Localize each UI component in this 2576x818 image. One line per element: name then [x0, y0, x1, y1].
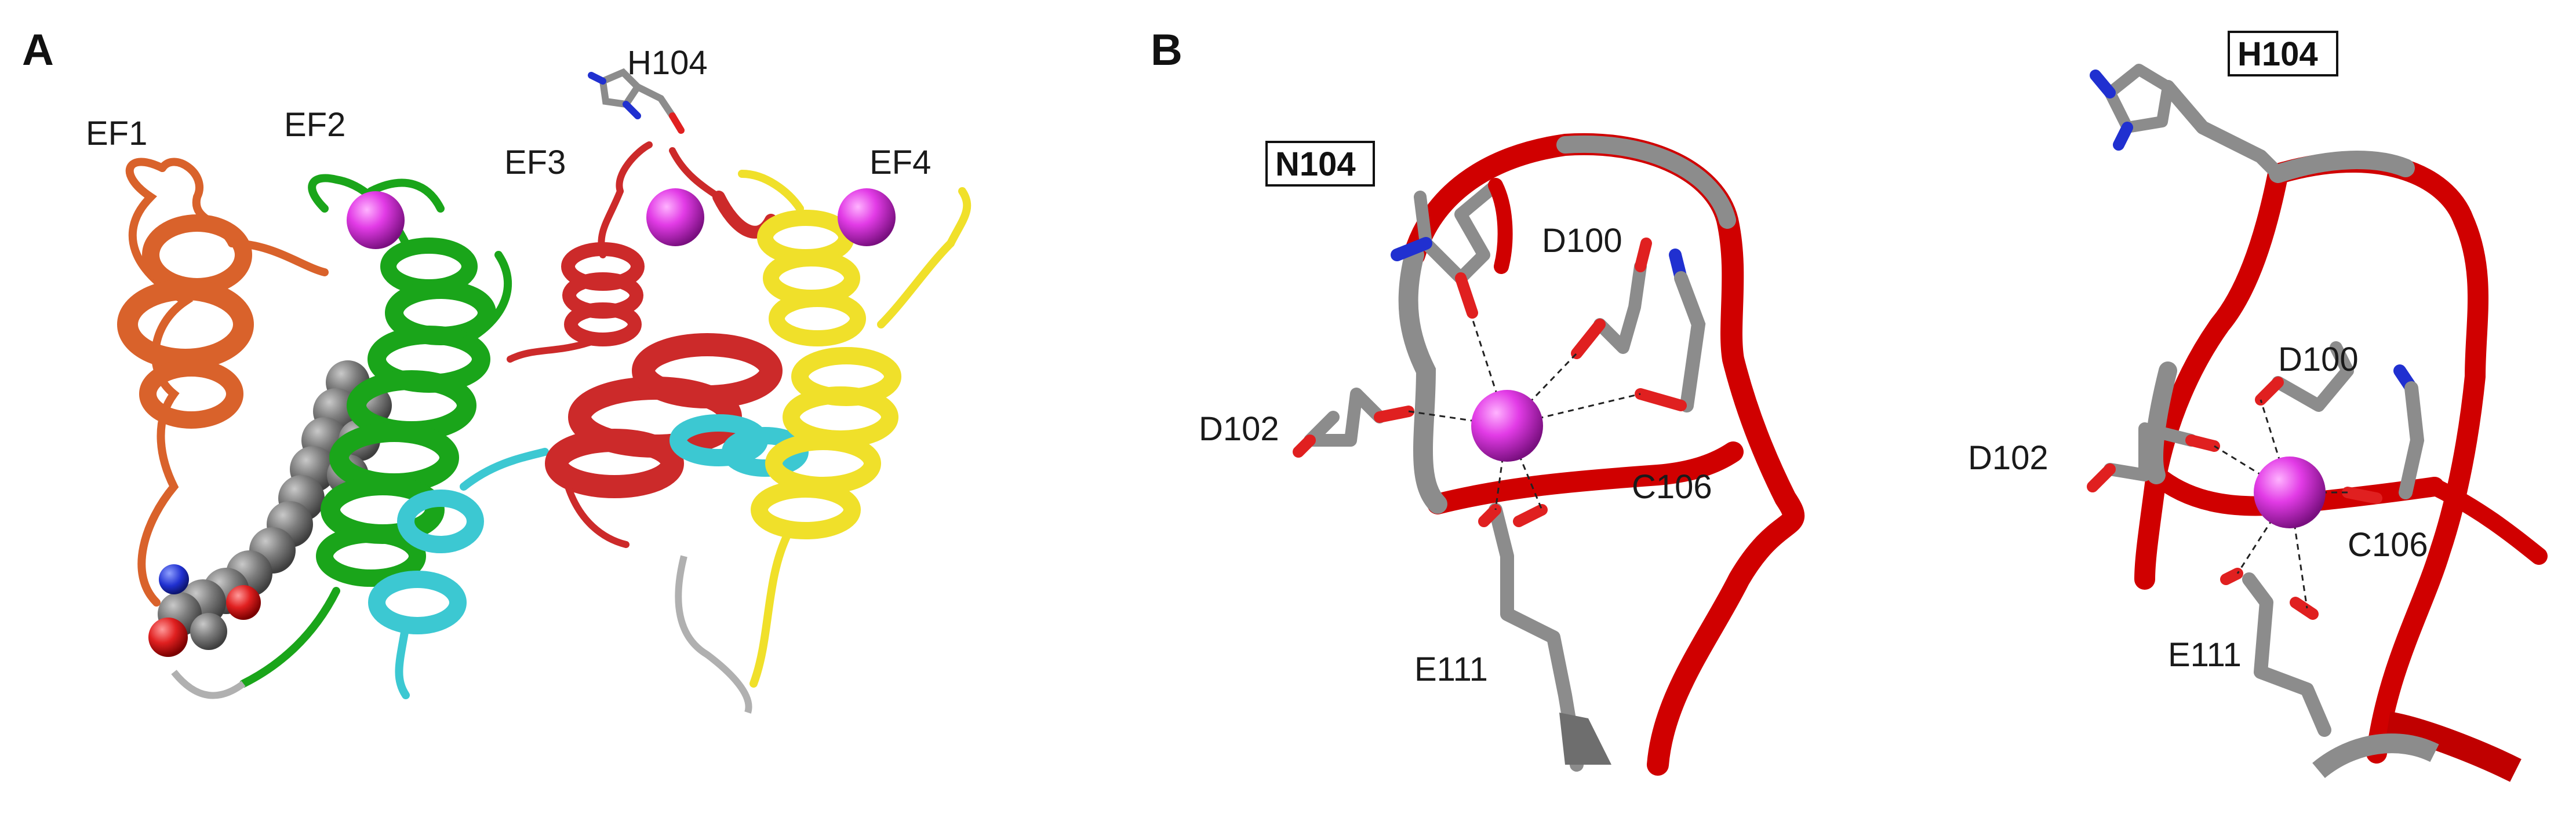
d102-oxygen-1 [1293, 434, 1316, 458]
c106-oxygen [1635, 388, 1687, 411]
label-ef2: EF2 [284, 106, 345, 144]
backbone-tube-left-lower [1427, 441, 1744, 514]
e111-base [1559, 713, 1611, 765]
calcium-ion-right [2254, 457, 2326, 528]
n104-red [1488, 178, 1513, 274]
calcium-ion-left [1471, 390, 1543, 462]
backbone-right-bottom [2386, 711, 2522, 782]
d100-stick [1593, 260, 1647, 354]
ef1-domain [117, 158, 329, 607]
panel-b-right: H104 D100 D102 C106 E111 [1968, 31, 2548, 782]
c106-stick-right [2399, 381, 2425, 499]
loop-segment [171, 670, 246, 699]
label-h104: H104 [627, 44, 708, 82]
d102-stick [1304, 388, 1386, 447]
d102-oxygen-right-2 [2185, 434, 2220, 452]
e111-oxygen-right-2 [2290, 597, 2319, 620]
label-c106-left: C106 [1632, 468, 1712, 506]
d102-stick-right [2104, 422, 2197, 481]
backbone-right-left-arc [2134, 163, 2288, 590]
e111-stick [1489, 503, 1584, 772]
backbone-right-right-arc [2268, 152, 2488, 764]
h104-nitrogen-1 [2090, 70, 2116, 98]
label-ef3: EF3 [504, 144, 566, 181]
e111-oxygen-1 [1478, 504, 1501, 527]
c106-stick [1674, 271, 1706, 412]
h104-sidechain [588, 68, 685, 134]
n104-stick [1414, 179, 1502, 284]
label-d100-left: D100 [1542, 222, 1622, 260]
c106-oxygen-right [2342, 487, 2382, 504]
h104-chain [2161, 80, 2285, 181]
e111-stick-right [2242, 572, 2331, 737]
n104-nitrogen [1391, 237, 1432, 261]
d100-stick-right [2272, 341, 2354, 412]
label-box-h104 [2228, 31, 2338, 76]
linker-helix [368, 448, 549, 699]
ef3-domain [507, 141, 783, 548]
h104-nitrogen-2 [2113, 122, 2133, 151]
grey-segment-top-right [2269, 151, 2415, 183]
label-d102-right: D102 [1968, 439, 2049, 477]
grey-backbone-left [1398, 245, 1447, 514]
label-c106-right: C106 [2348, 526, 2428, 564]
panel-a: A [22, 25, 972, 714]
calcium-ion-ef2 [347, 191, 405, 249]
label-ef1: EF1 [86, 115, 147, 152]
n104-oxygen [1455, 272, 1478, 319]
d100-oxygen-right [2255, 377, 2284, 406]
label-e111-right: E111 [2168, 636, 2242, 674]
label-box-n104 [1265, 141, 1375, 187]
backbone-right-tail [2426, 478, 2548, 565]
grey-segment-top-left [1556, 135, 1736, 229]
d100-oxygen-1 [1635, 238, 1652, 272]
label-h104-right: H104 [2237, 35, 2318, 73]
e111-oxygen-2 [1513, 504, 1548, 527]
loop-segment-2 [675, 555, 752, 714]
calcium-ion-ef4 [838, 188, 896, 246]
h104-ring [2104, 64, 2174, 133]
label-n104: N104 [1275, 145, 1356, 183]
label-d102-left: D102 [1199, 410, 1279, 448]
label-e111-left: E111 [1414, 651, 1488, 688]
panel-b-letter: B [1151, 25, 1183, 75]
e111-oxygen-right-1 [2220, 568, 2243, 585]
label-ef4: EF4 [869, 144, 931, 181]
panel-b: B [1151, 25, 2548, 782]
d100-oxygen-2 [1571, 319, 1606, 359]
grey-ring-bottom [2312, 733, 2439, 779]
label-d100-right: D100 [2278, 341, 2359, 378]
d102-oxygen-2 [1374, 406, 1414, 423]
panel-a-letter: A [22, 25, 54, 75]
calcium-ion-ef3 [646, 188, 704, 246]
d102-oxygen-right-1 [2087, 463, 2116, 492]
panel-b-left: N104 D100 D102 C106 E111 [1199, 133, 1805, 776]
